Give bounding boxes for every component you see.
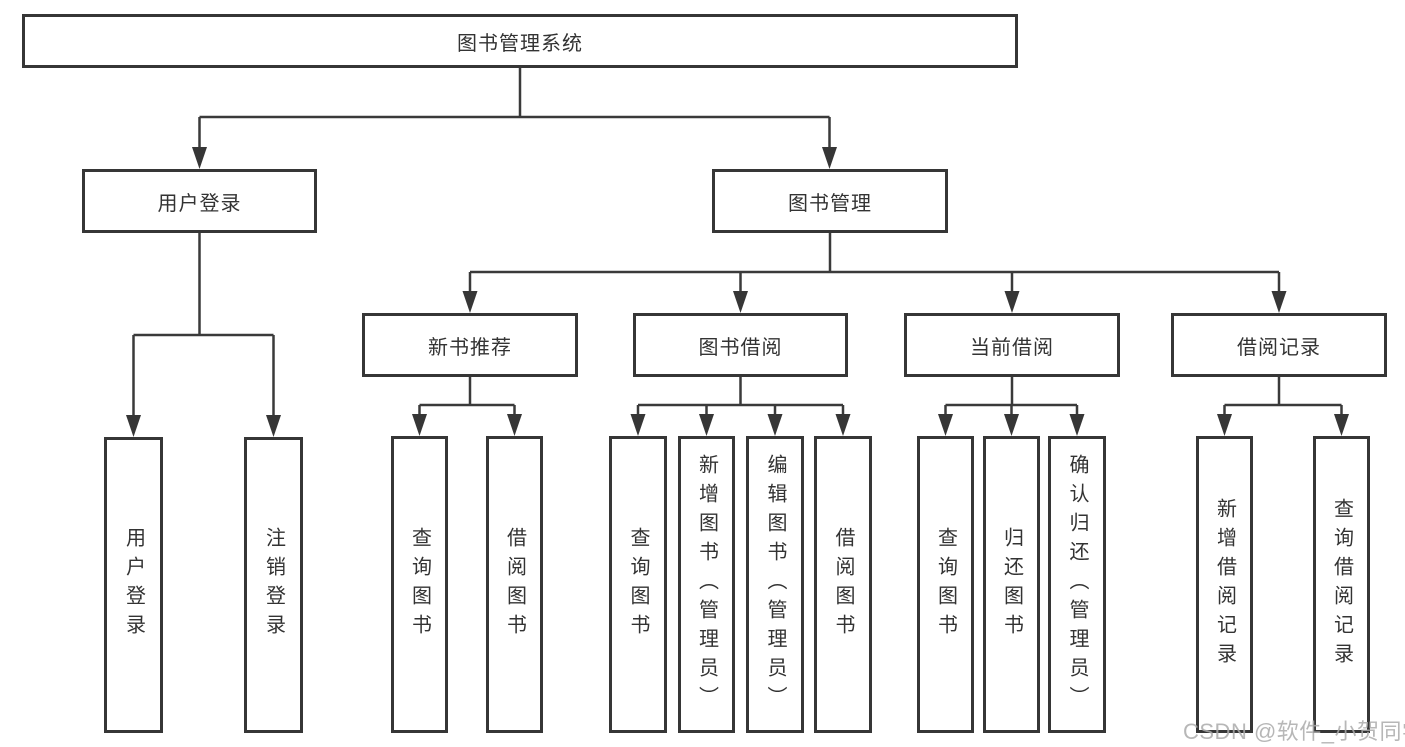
arrowhead <box>412 414 427 436</box>
arrowhead <box>462 291 478 313</box>
leaf-cb-query-books: 查询图书 <box>917 436 974 733</box>
connector-current-borrow <box>944 377 1079 418</box>
node-user-login-label: 用户登录 <box>157 192 242 215</box>
node-borrow-records: 借阅记录 <box>1171 313 1387 377</box>
leaf-bb-edit-books-admin-label: 编辑图书（管理员） <box>764 454 786 715</box>
leaf-bb-borrow-books-label: 借阅图书 <box>832 526 854 643</box>
leaf-bb-edit-books-admin: 编辑图书（管理员） <box>746 436 804 733</box>
arrowhead <box>126 415 141 437</box>
node-book-borrow-label: 图书借阅 <box>698 336 783 359</box>
leaf-br-add-record: 新增借阅记录 <box>1196 436 1253 733</box>
leaf-br-query-record: 查询借阅记录 <box>1313 436 1370 733</box>
leaf-cb-confirm-return-admin-label: 确认归还（管理员） <box>1066 454 1088 715</box>
arrowhead <box>1004 291 1020 313</box>
leaf-bb-query-books-label: 查询图书 <box>627 526 649 643</box>
connector-borrow-records <box>1223 377 1343 418</box>
node-current-borrow: 当前借阅 <box>904 313 1120 377</box>
arrowhead <box>1271 291 1287 313</box>
node-user-login: 用户登录 <box>82 169 317 233</box>
leaf-logout-label: 注销登录 <box>262 527 285 643</box>
leaf-bb-query-books: 查询图书 <box>609 436 667 733</box>
arrowhead <box>767 414 783 436</box>
arrowheads <box>126 147 1349 437</box>
connector-new-book-rec <box>418 377 516 418</box>
leaf-cb-confirm-return-admin: 确认归还（管理员） <box>1048 436 1106 733</box>
connector-book-borrow <box>636 377 845 418</box>
node-new-book-recommend: 新书推荐 <box>362 313 578 377</box>
node-borrow-records-label: 借阅记录 <box>1237 336 1321 359</box>
connector-root <box>198 68 831 150</box>
node-current-borrow-label: 当前借阅 <box>970 336 1054 359</box>
arrowhead <box>733 291 748 313</box>
node-book-management: 图书管理 <box>712 169 948 233</box>
leaf-bb-add-books-admin-label: 新增图书（管理员） <box>695 454 718 715</box>
arrowhead <box>835 414 851 436</box>
connector-user-login <box>132 233 275 418</box>
arrowhead <box>507 414 522 436</box>
arrowhead <box>1069 414 1085 436</box>
arrowhead <box>822 147 837 169</box>
leaf-user-login: 用户登录 <box>104 437 163 733</box>
leaf-cb-return-books-label: 归还图书 <box>1000 526 1023 643</box>
csdn-watermark: CSDN @软件_小贺同学 <box>1183 719 1405 744</box>
leaf-nbr-query-books: 查询图书 <box>391 436 448 733</box>
leaf-br-add-record-label: 新增借阅记录 <box>1213 497 1236 672</box>
arrowhead <box>1004 414 1019 436</box>
node-root-system-label: 图书管理系统 <box>457 32 583 55</box>
leaf-nbr-query-books-label: 查询图书 <box>408 526 431 643</box>
leaf-cb-return-books: 归还图书 <box>983 436 1040 733</box>
leaf-cb-query-books-label: 查询图书 <box>934 526 957 643</box>
arrowhead <box>1334 414 1349 436</box>
leaf-bb-add-books-admin: 新增图书（管理员） <box>678 436 735 733</box>
leaf-nbr-borrow-books-label: 借阅图书 <box>503 526 526 643</box>
leaf-nbr-borrow-books: 借阅图书 <box>486 436 543 733</box>
leaf-logout: 注销登录 <box>244 437 303 733</box>
connector-book-mgmt <box>468 233 1281 294</box>
arrowhead <box>938 414 953 436</box>
arrowhead <box>266 415 281 437</box>
node-book-borrow: 图书借阅 <box>633 313 848 377</box>
node-new-book-recommend-label: 新书推荐 <box>428 336 512 359</box>
arrowhead <box>630 414 646 436</box>
arrowhead <box>192 147 207 169</box>
node-root-system: 图书管理系统 <box>22 14 1018 68</box>
leaf-br-query-record-label: 查询借阅记录 <box>1330 497 1353 672</box>
node-book-management-label: 图书管理 <box>788 192 872 215</box>
arrowhead <box>1217 414 1232 436</box>
arrowhead <box>699 414 714 436</box>
leaf-bb-borrow-books: 借阅图书 <box>814 436 872 733</box>
leaf-user-login-label: 用户登录 <box>122 527 145 643</box>
